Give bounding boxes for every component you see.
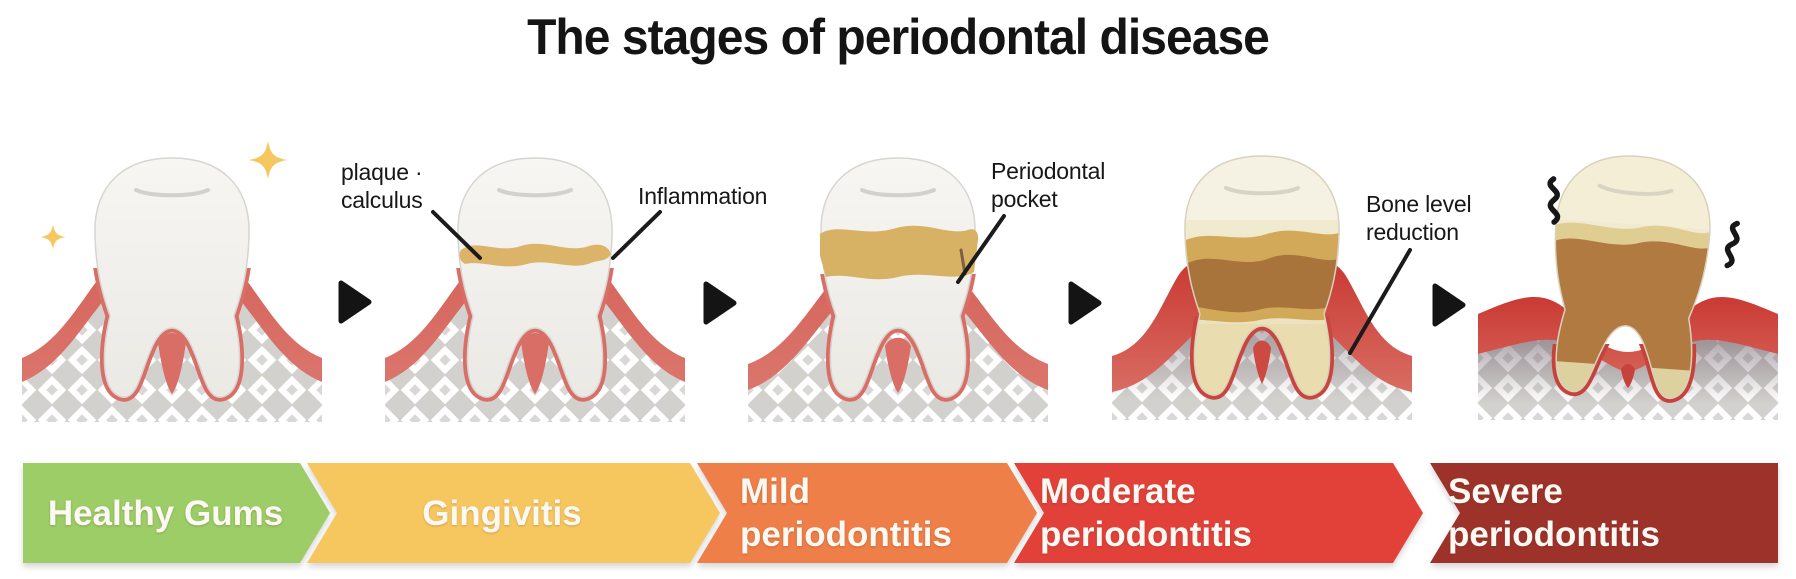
shake-squiggle-icon xyxy=(1724,220,1740,269)
gum-between-roots xyxy=(1621,364,1635,388)
tooth-shine xyxy=(497,188,573,198)
illustration-stage-1-healthy xyxy=(22,157,322,422)
illustration-stage-4-moderate xyxy=(1112,155,1412,420)
sparkle-icon xyxy=(249,141,287,179)
label-line: reduction xyxy=(1366,219,1459,245)
tooth-shine xyxy=(860,188,936,198)
tooth-outline xyxy=(1184,155,1340,396)
chevron-moderate-periodontitis xyxy=(1014,463,1423,563)
sparkle-icon xyxy=(40,224,66,250)
tooth-crown xyxy=(1184,156,1340,220)
stage-progression-banner xyxy=(23,463,1778,563)
stage-label-text: periodontitis xyxy=(1040,515,1252,554)
gum-between-roots xyxy=(158,333,186,394)
label-inflammation: Inflammation xyxy=(638,182,767,210)
tooth-outline xyxy=(1554,155,1711,400)
chevron-gingivitis xyxy=(307,463,720,563)
stage-label-mild-periodontitis: Mild periodontitis xyxy=(740,463,952,563)
tooth-shine xyxy=(1597,183,1674,196)
chevron-severe-periodontitis xyxy=(1430,463,1778,563)
stage-label-text: Healthy Gums xyxy=(47,493,284,533)
label-line: Periodontal xyxy=(991,158,1106,184)
tartar-band xyxy=(1186,254,1340,313)
stage-label-text: Severe xyxy=(1448,472,1563,511)
chevron-mild-periodontitis xyxy=(697,463,1037,563)
stage-label-text: periodontitis xyxy=(740,515,952,554)
illustration-stage-5-severe xyxy=(1478,150,1778,420)
chevron-healthy-gums xyxy=(23,463,330,563)
label-line: calculus xyxy=(341,187,423,213)
label-line: Inflammation xyxy=(638,183,768,209)
gum-between-roots xyxy=(885,337,911,393)
plaque-band xyxy=(459,243,611,267)
next-stage-arrow-icon xyxy=(703,281,737,325)
label-line: pocket xyxy=(991,186,1058,212)
next-stage-arrow-icon xyxy=(1432,283,1466,327)
tooth xyxy=(94,157,250,398)
stage-label-text: Moderate xyxy=(1040,472,1196,511)
next-stage-arrow-icon xyxy=(1068,281,1102,325)
stage-label-severe-periodontitis: Severe periodontitis xyxy=(1448,463,1660,563)
tooth-shine xyxy=(1224,186,1300,196)
label-plaque-calculus: plaque · calculus xyxy=(341,158,423,214)
gum-between-roots xyxy=(1253,340,1271,384)
gum-between-roots xyxy=(521,333,549,394)
page-title: The stages of periodontal disease xyxy=(527,9,1270,65)
illustration-stage-2-gingivitis xyxy=(385,157,685,422)
shake-squiggle-icon xyxy=(1547,176,1561,225)
label-line: plaque · xyxy=(341,159,423,185)
stage-label-gingivitis: Gingivitis xyxy=(306,463,698,563)
stage-label-text: Mild xyxy=(740,472,810,511)
illustration-stage-3-mild xyxy=(748,157,1048,422)
label-periodontal-pocket: Periodontal pocket xyxy=(991,157,1105,213)
stage-label-moderate-periodontitis: Moderate periodontitis xyxy=(1040,463,1252,563)
tooth xyxy=(457,157,613,398)
stage-label-text: Gingivitis xyxy=(422,493,582,533)
stage-label-healthy-gums: Healthy Gums xyxy=(23,463,308,563)
stage-label-text: periodontitis xyxy=(1448,515,1660,554)
plaque-band xyxy=(820,225,979,280)
next-stage-arrow-icon xyxy=(338,280,372,324)
tooth-shine xyxy=(134,188,210,198)
label-line: Bone level xyxy=(1366,191,1472,217)
label-bone-level-reduction: Bone level reduction xyxy=(1366,190,1472,246)
